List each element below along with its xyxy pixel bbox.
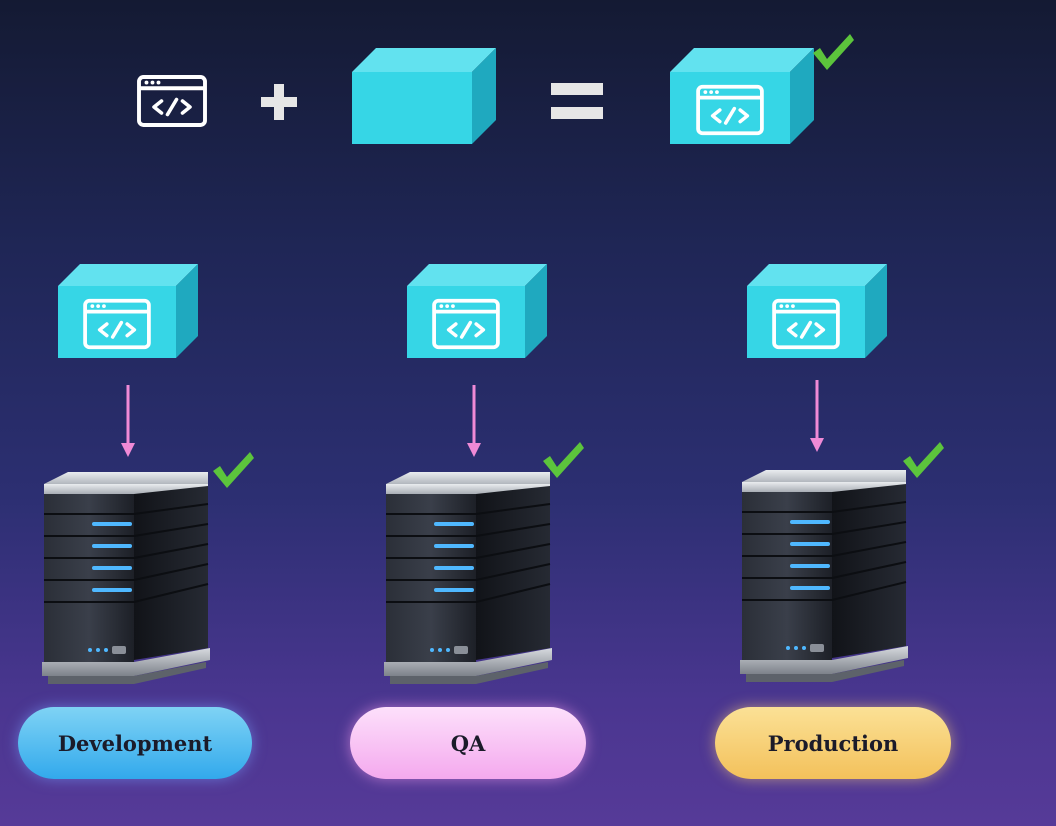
container-icon	[745, 262, 889, 360]
server-icon	[42, 470, 216, 692]
equals-icon	[549, 80, 605, 122]
checkmark-icon	[540, 440, 586, 482]
server-icon	[740, 468, 914, 690]
checkmark-icon	[900, 440, 946, 482]
checkmark-icon	[810, 32, 856, 74]
plus-icon	[258, 82, 300, 122]
deploy-arrow-icon	[808, 380, 826, 452]
environment-label-development: Development	[18, 707, 252, 779]
deploy-arrow-icon	[465, 385, 483, 457]
container-box-icon	[350, 46, 498, 146]
container-icon	[405, 262, 549, 360]
environment-label-production: Production	[715, 707, 951, 779]
code-window-icon	[134, 70, 210, 132]
checkmark-icon	[210, 450, 256, 492]
container-icon	[56, 262, 200, 360]
packaged-container-icon	[668, 46, 816, 146]
environment-label-qa: QA	[350, 707, 586, 779]
server-icon	[384, 470, 558, 692]
deploy-arrow-icon	[119, 385, 137, 457]
